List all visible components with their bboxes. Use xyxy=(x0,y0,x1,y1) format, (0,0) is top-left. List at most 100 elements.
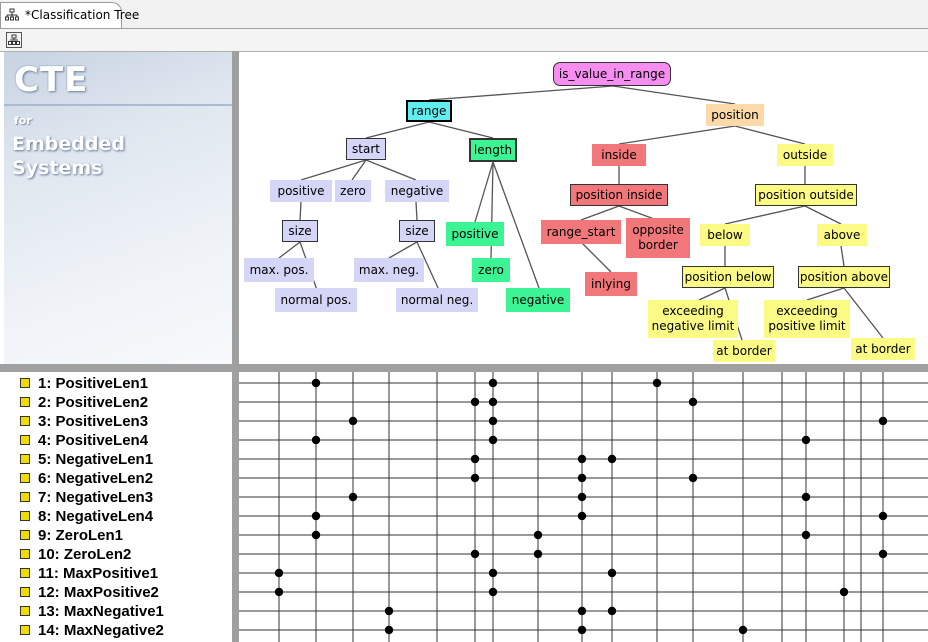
matrix-mark[interactable] xyxy=(488,416,498,426)
node-inlying[interactable]: inlying xyxy=(585,272,637,296)
test-case-icon xyxy=(20,454,30,464)
matrix-mark[interactable] xyxy=(470,454,480,464)
test-case-matrix xyxy=(239,372,928,642)
matrix-mark[interactable] xyxy=(577,454,587,464)
node-at-border-below[interactable]: at border xyxy=(713,340,775,362)
matrix-mark[interactable] xyxy=(488,435,498,445)
vertical-splitter[interactable] xyxy=(232,51,239,642)
node-inside[interactable]: inside xyxy=(592,144,646,166)
node-negative[interactable]: negative xyxy=(385,180,449,202)
matrix-mark[interactable] xyxy=(801,435,811,445)
node-is-value-in-range[interactable]: is_value_in_range xyxy=(553,62,671,86)
node-at-border-above[interactable]: at border xyxy=(851,338,915,360)
node-opposite-border[interactable]: opposite border xyxy=(626,218,690,258)
node-max-pos[interactable]: max. pos. xyxy=(244,258,314,282)
test-case-icon xyxy=(20,416,30,426)
matrix-mark[interactable] xyxy=(311,530,321,540)
matrix-mark[interactable] xyxy=(470,397,480,407)
matrix-mark[interactable] xyxy=(878,511,888,521)
node-position-inside[interactable]: position inside xyxy=(570,184,668,206)
matrix-mark[interactable] xyxy=(348,416,358,426)
matrix-mark[interactable] xyxy=(488,378,498,388)
node-start[interactable]: start xyxy=(346,138,386,160)
matrix-mark[interactable] xyxy=(488,568,498,578)
test-case-label: 5: NegativeLen1 xyxy=(38,451,154,468)
node-length-negative[interactable]: negative xyxy=(506,288,570,312)
matrix-mark[interactable] xyxy=(801,492,811,502)
matrix-mark[interactable] xyxy=(533,549,543,559)
node-position-below[interactable]: position below xyxy=(682,266,774,288)
matrix-mark[interactable] xyxy=(348,492,358,502)
node-range[interactable]: range xyxy=(406,100,452,122)
node-above[interactable]: above xyxy=(817,224,867,246)
node-below[interactable]: below xyxy=(700,224,750,246)
matrix-mark[interactable] xyxy=(577,511,587,521)
horizontal-splitter[interactable] xyxy=(0,364,928,372)
matrix-mark[interactable] xyxy=(839,587,849,597)
test-case-label: 11: MaxPositive1 xyxy=(38,565,159,582)
matrix-grid xyxy=(239,372,928,642)
logo-title: CTE xyxy=(14,60,89,100)
node-position-outside[interactable]: position outside xyxy=(755,184,857,206)
matrix-mark[interactable] xyxy=(384,625,394,635)
tree-view-icon[interactable] xyxy=(6,32,22,48)
matrix-mark[interactable] xyxy=(688,473,698,483)
matrix-mark[interactable] xyxy=(878,549,888,559)
node-exceeding-positive-limit[interactable]: exceeding positive limit xyxy=(764,300,850,338)
node-size-positive[interactable]: size xyxy=(282,220,318,242)
logo-for: for xyxy=(14,114,32,127)
matrix-mark[interactable] xyxy=(577,473,587,483)
test-case-icon xyxy=(20,587,30,597)
node-length-zero[interactable]: zero xyxy=(472,258,510,282)
node-outside[interactable]: outside xyxy=(777,144,833,166)
test-case-label: 1: PositiveLen1 xyxy=(38,375,149,392)
test-case-label: 10: ZeroLen2 xyxy=(38,546,132,563)
node-position[interactable]: position xyxy=(706,104,764,126)
matrix-mark[interactable] xyxy=(607,454,617,464)
tab-classification-tree[interactable]: *Classification Tree xyxy=(0,2,139,28)
matrix-mark[interactable] xyxy=(607,606,617,616)
matrix-mark[interactable] xyxy=(738,625,748,635)
matrix-mark[interactable] xyxy=(384,606,394,616)
matrix-mark[interactable] xyxy=(470,549,480,559)
matrix-mark[interactable] xyxy=(533,530,543,540)
matrix-mark[interactable] xyxy=(470,473,480,483)
node-normal-neg[interactable]: normal neg. xyxy=(396,288,478,312)
node-positive[interactable]: positive xyxy=(270,180,332,202)
node-zero[interactable]: zero xyxy=(335,180,371,202)
test-case-icon xyxy=(20,511,30,521)
node-length[interactable]: length xyxy=(469,138,517,162)
matrix-mark[interactable] xyxy=(607,568,617,578)
test-case-label: 2: PositiveLen2 xyxy=(38,394,149,411)
matrix-mark[interactable] xyxy=(652,378,662,388)
matrix-mark[interactable] xyxy=(488,587,498,597)
matrix-mark[interactable] xyxy=(577,606,587,616)
logo-subtitle-line1: Embedded xyxy=(12,133,125,155)
matrix-mark[interactable] xyxy=(577,492,587,502)
node-size-negative[interactable]: size xyxy=(399,220,435,242)
matrix-mark[interactable] xyxy=(274,587,284,597)
node-length-positive[interactable]: positive xyxy=(446,222,504,246)
matrix-mark[interactable] xyxy=(488,397,498,407)
node-max-neg[interactable]: max. neg. xyxy=(354,258,424,282)
node-position-above[interactable]: position above xyxy=(798,266,890,288)
matrix-mark[interactable] xyxy=(311,378,321,388)
tree-icon xyxy=(5,8,19,21)
node-normal-pos[interactable]: normal pos. xyxy=(275,288,357,312)
matrix-mark[interactable] xyxy=(577,625,587,635)
node-range-start[interactable]: range_start xyxy=(541,220,621,244)
matrix-mark[interactable] xyxy=(274,568,284,578)
matrix-mark[interactable] xyxy=(878,416,888,426)
node-exceeding-negative-limit[interactable]: exceeding negative limit xyxy=(648,300,738,338)
matrix-mark[interactable] xyxy=(311,435,321,445)
matrix-mark[interactable] xyxy=(311,511,321,521)
cte-logo-panel: CTE for Embedded Systems xyxy=(4,52,232,364)
test-case-list: 1: PositiveLen1 2: PositiveLen2 3: Positiv… xyxy=(4,372,232,642)
test-case-icon xyxy=(20,397,30,407)
test-case-label: 4: PositiveLen4 xyxy=(38,432,149,449)
matrix-mark[interactable] xyxy=(688,397,698,407)
toolbar xyxy=(0,29,928,52)
matrix-mark[interactable] xyxy=(801,530,811,540)
test-case-label: 3: PositiveLen3 xyxy=(38,413,149,430)
